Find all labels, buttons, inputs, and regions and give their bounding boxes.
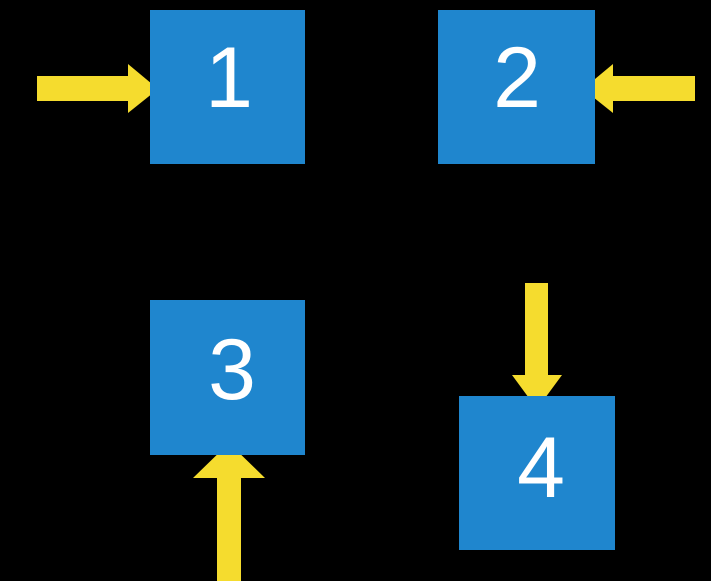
arrow-into-node-2 [583, 64, 695, 113]
node-box-3[interactable] [150, 300, 305, 455]
arrow-into-node-3 [193, 443, 265, 581]
node-box-4[interactable] [459, 396, 615, 550]
arrow-into-node-1 [37, 64, 158, 113]
node-box-2[interactable] [438, 10, 595, 164]
arrow-into-node-4 [512, 283, 562, 409]
node-box-1[interactable] [150, 10, 305, 164]
